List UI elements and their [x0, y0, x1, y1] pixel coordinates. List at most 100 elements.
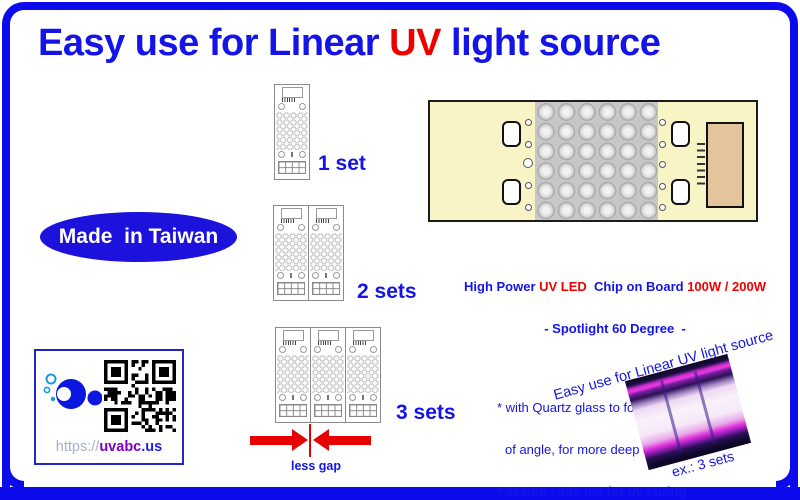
screw-hole: [659, 141, 666, 148]
terminal-block: [312, 282, 340, 295]
terminal-block: [349, 404, 377, 417]
screw-icon: [312, 224, 319, 231]
screw-icon: [312, 272, 319, 279]
spec-line-power: High Power UV LED Chip on Board 100W / 2…: [464, 279, 766, 294]
photo-panel-divider: [693, 371, 716, 444]
arrow-right-icon: [292, 429, 308, 451]
screw-icon: [278, 151, 285, 158]
set-label-3: 3 sets: [396, 401, 456, 424]
screw-hole: [659, 183, 666, 190]
led-module-diagram: [273, 205, 309, 301]
screw-icon: [333, 272, 340, 279]
screw-icon: [335, 346, 342, 353]
screw-icon: [277, 224, 284, 231]
screw-icon: [300, 394, 307, 401]
module-led-array: [276, 112, 308, 150]
module-pins: [318, 341, 331, 345]
module-center-pin: [325, 273, 327, 278]
screw-hole: [525, 182, 532, 189]
module-led-array: [310, 233, 342, 271]
terminal-block: [277, 282, 305, 295]
mount-slot: [502, 121, 521, 147]
spec-line-spotlight: - Spotlight 60 Degree -: [544, 321, 686, 336]
screw-icon: [279, 394, 286, 401]
module-center-pin: [327, 395, 329, 400]
logo-bubbles-icon: [43, 373, 102, 409]
module-led-array: [277, 355, 309, 393]
module-led-array: [347, 355, 379, 393]
title-uv-text: UV: [389, 22, 441, 64]
made-in-taiwan-badge: Made in Taiwan: [40, 212, 237, 262]
module-pins: [316, 219, 329, 223]
module-center-pin: [362, 395, 364, 400]
screw-icon: [298, 272, 305, 279]
screw-hole: [525, 119, 532, 126]
screw-hole: [523, 158, 533, 168]
module-pins: [353, 341, 366, 345]
screw-icon: [314, 394, 321, 401]
screw-hole: [659, 119, 666, 126]
module-connector: [317, 330, 339, 341]
title-text-2: light source: [440, 22, 661, 64]
terminal-block: [279, 404, 307, 417]
screw-icon: [349, 394, 356, 401]
screw-hole: [659, 161, 666, 168]
title-text-1: Easy use for Linear: [38, 22, 390, 64]
mount-slot: [502, 179, 521, 205]
screw-icon: [299, 151, 306, 158]
led-module-diagram: [310, 327, 346, 423]
module-center-pin: [291, 152, 293, 157]
screw-icon: [370, 346, 377, 353]
arrow-left-icon: [329, 436, 371, 445]
qr-code-icon: [104, 360, 176, 432]
module-center-pin: [290, 273, 292, 278]
arrow-left-icon: [313, 429, 329, 451]
screw-icon: [279, 346, 286, 353]
screw-icon: [314, 346, 321, 353]
gap-indicator-line: [309, 424, 311, 457]
connector-pins: [697, 143, 705, 189]
module-pins: [281, 219, 294, 223]
website-url: https://uvabc.us: [55, 439, 163, 455]
led-array: [535, 102, 658, 220]
screw-icon: [300, 346, 307, 353]
cob-led-board-diagram: [428, 100, 758, 222]
screw-icon: [333, 224, 340, 231]
module-connector: [352, 330, 374, 341]
page-title: Easy use for Linear UV light source: [38, 22, 661, 65]
frame-corner: [2, 461, 24, 489]
module-center-pin: [292, 395, 294, 400]
module-connector: [282, 330, 304, 341]
mount-slot: [671, 121, 690, 147]
terminal-block: [278, 161, 306, 174]
mount-slot: [671, 179, 690, 205]
screw-icon: [298, 224, 305, 231]
led-module-diagram: [345, 327, 381, 423]
module-pins: [283, 341, 296, 345]
connector-block: [706, 122, 744, 208]
module-led-array: [312, 355, 344, 393]
led-module-diagram: [274, 84, 310, 180]
module-pins: [282, 98, 295, 102]
module-led-array: [275, 233, 307, 271]
set-label-1: 1 set: [318, 152, 366, 175]
screw-icon: [349, 346, 356, 353]
screw-icon: [335, 394, 342, 401]
screw-hole: [525, 204, 532, 211]
screw-hole: [659, 204, 666, 211]
screw-hole: [525, 141, 532, 148]
module-connector: [280, 208, 302, 219]
screw-icon: [278, 103, 285, 110]
arrow-right-icon: [250, 436, 292, 445]
module-connector: [315, 208, 337, 219]
screw-icon: [277, 272, 284, 279]
screw-icon: [299, 103, 306, 110]
led-module-diagram: [308, 205, 344, 301]
photo-panel-divider: [660, 380, 682, 453]
gap-label: less gap: [290, 459, 342, 473]
screw-icon: [370, 394, 377, 401]
set-label-2: 2 sets: [357, 280, 417, 303]
terminal-block: [314, 404, 342, 417]
